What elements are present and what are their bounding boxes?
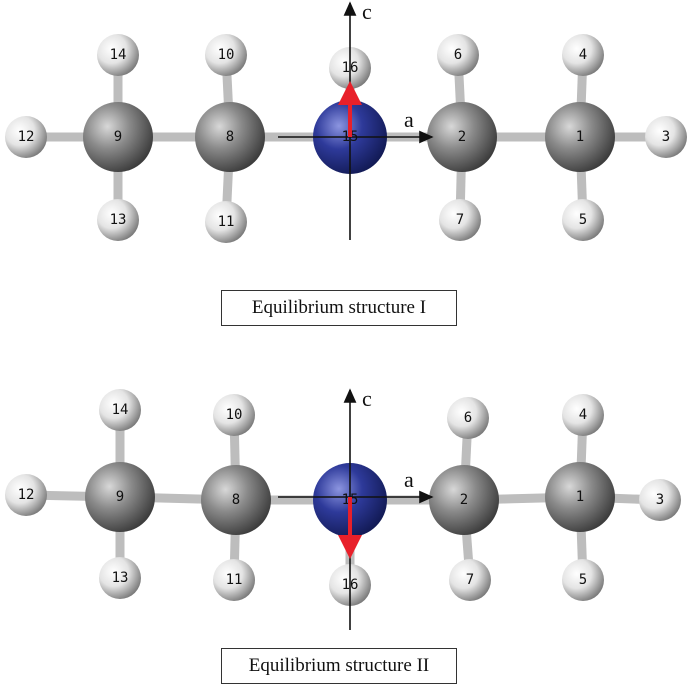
atom-2 [427, 102, 497, 172]
atom-13 [97, 199, 139, 241]
c-axis-label: c [362, 386, 372, 411]
atom-6 [437, 34, 479, 76]
atom-1 [545, 462, 615, 532]
atom-label-13: 13 [112, 570, 129, 586]
atom-7 [439, 199, 481, 241]
atom-label-2: 2 [458, 129, 466, 145]
atom-12 [5, 474, 47, 516]
atom-10 [205, 34, 247, 76]
atom-label-5: 5 [579, 212, 587, 228]
atom-label-11: 11 [218, 214, 235, 230]
atom-14 [99, 389, 141, 431]
atom-label-8: 8 [232, 492, 240, 508]
atom-3 [645, 116, 687, 158]
atom-9 [83, 102, 153, 172]
atom-9 [85, 462, 155, 532]
atom-label-5: 5 [579, 572, 587, 588]
c-axis-label: c [362, 0, 372, 24]
atom-6 [447, 397, 489, 439]
atom-4 [562, 34, 604, 76]
atom-label-10: 10 [218, 47, 235, 63]
atom-label-7: 7 [456, 212, 464, 228]
atom-label-9: 9 [116, 489, 124, 505]
atom-7 [449, 559, 491, 601]
atom-2 [429, 465, 499, 535]
atom-label-12: 12 [18, 487, 35, 503]
atom-label-6: 6 [454, 47, 462, 63]
atom-label-14: 14 [110, 47, 127, 63]
atom-label-11: 11 [226, 572, 243, 588]
atom-10 [213, 394, 255, 436]
atom-label-3: 3 [662, 129, 670, 145]
atom-label-3: 3 [656, 492, 664, 508]
a-axis-label: a [404, 107, 414, 132]
atom-label-1: 1 [576, 489, 584, 505]
atom-13 [99, 557, 141, 599]
atom-11 [205, 201, 247, 243]
atom-label-4: 4 [579, 47, 587, 63]
atom-8 [201, 465, 271, 535]
atom-label-1: 1 [576, 129, 584, 145]
atom-5 [562, 199, 604, 241]
atom-14 [97, 34, 139, 76]
a-axis-label: a [404, 467, 414, 492]
atom-label-7: 7 [466, 572, 474, 588]
atom-label-6: 6 [464, 410, 472, 426]
atom-label-2: 2 [460, 492, 468, 508]
atom-label-13: 13 [110, 212, 127, 228]
atom-4 [562, 394, 604, 436]
atom-11 [213, 559, 255, 601]
atom-12 [5, 116, 47, 158]
atom-8 [195, 102, 265, 172]
atom-label-10: 10 [226, 407, 243, 423]
atom-label-8: 8 [226, 129, 234, 145]
atom-1 [545, 102, 615, 172]
atom-label-12: 12 [18, 129, 35, 145]
atom-3 [639, 479, 681, 521]
atom-label-14: 14 [112, 402, 129, 418]
atom-5 [562, 559, 604, 601]
atom-label-9: 9 [114, 129, 122, 145]
atom-label-4: 4 [579, 407, 587, 423]
caption-structure-1: Equilibrium structure I [221, 290, 457, 326]
caption-structure-2: Equilibrium structure II [221, 648, 457, 684]
